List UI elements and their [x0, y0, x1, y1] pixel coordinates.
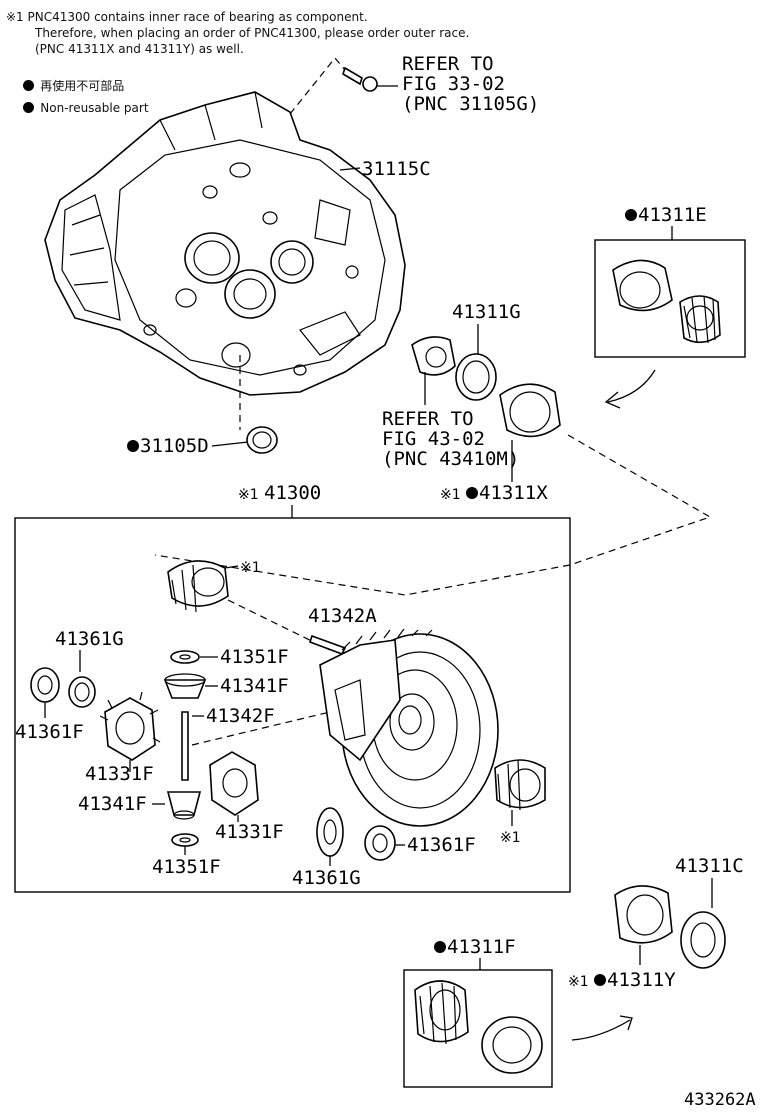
refer-mid-line2: FIG 43-02 — [382, 428, 485, 450]
label-41311x: 41311X — [479, 482, 548, 504]
differential-case-drawing — [319, 628, 499, 827]
bearing-41311e-drawing — [612, 259, 721, 344]
bearing-41311f-drawing — [414, 980, 543, 1074]
mark-ref1-41311y: ※1 — [568, 974, 589, 990]
note-line-1: ※1 PNC41300 contains inner race of beari… — [6, 10, 368, 24]
label-41311c: 41311C — [675, 855, 744, 877]
bearing-41311e-box — [594, 239, 746, 358]
legend-en: Non-reusable part — [8, 86, 149, 131]
side-gear-41331f-b-drawing — [209, 751, 259, 816]
arrow-head — [619, 1015, 633, 1031]
label-31115c: 31115C — [362, 158, 431, 180]
seal-43410m-drawing — [411, 336, 456, 376]
refer-mid-line3: (PNC 43410M) — [382, 448, 519, 470]
pin-41342a-drawing — [308, 634, 347, 656]
washer-41361g-b-drawing — [316, 807, 344, 857]
label-41361f-b: 41361F — [407, 834, 476, 856]
label-41341f-a: 41341F — [220, 675, 289, 697]
label-41361g-b: 41361G — [292, 867, 361, 889]
dash-line-outer-race — [154, 434, 712, 596]
legend-jp: 再使用不可部品 — [8, 64, 124, 109]
leader-31105d — [211, 441, 249, 447]
washer-41351f-b-drawing — [171, 833, 199, 847]
refer-mid-line1: REFER TO — [382, 408, 474, 430]
arrow-head — [604, 391, 621, 409]
washer-41361f-b-drawing — [364, 825, 396, 861]
label-41361f-a: 41361F — [15, 721, 84, 743]
non-reusable-dot-icon — [625, 209, 637, 221]
label-41351f-a: 41351F — [220, 646, 289, 668]
refer-top-line1: REFER TO — [402, 53, 494, 75]
label-41341f-b: 41341F — [78, 793, 147, 815]
label-31105d: 31105D — [140, 435, 209, 457]
shim-41311g-drawing — [455, 353, 497, 401]
mark-ref1-bearing-top: ※1 — [240, 560, 261, 576]
dash-bearing-to-case — [227, 599, 331, 651]
bearing-41311f-box — [403, 969, 553, 1088]
refer-top-line3: (PNC 31105G) — [402, 93, 539, 115]
label-41311f: 41311F — [447, 936, 516, 958]
arrow-41311f — [571, 1019, 631, 1041]
label-41351f-b: 41351F — [152, 856, 221, 878]
legend-en-text: Non-reusable part — [40, 101, 149, 115]
leader-ref1-top — [224, 565, 239, 569]
label-41331f-a: 41331F — [85, 763, 154, 785]
non-reusable-dot-icon — [434, 941, 446, 953]
washer-41361g-a-drawing — [68, 676, 96, 708]
non-reusable-dot-icon — [23, 80, 35, 91]
transaxle-case-drawing — [44, 91, 406, 396]
non-reusable-dot-icon — [127, 440, 139, 452]
differential-assembly-box — [14, 517, 571, 893]
legend-jp-text: 再使用不可部品 — [40, 79, 125, 93]
outer-race-41311y-drawing — [614, 885, 673, 944]
arrow-41311e — [607, 369, 656, 403]
note-line-2: Therefore, when placing an order of PNC4… — [35, 26, 470, 40]
side-gear-41331f-a-drawing — [99, 691, 161, 761]
label-41361g-a: 41361G — [55, 628, 124, 650]
note-line-3: (PNC 41311X and 41311Y) as well. — [35, 42, 244, 56]
pinion-41341f-a-drawing — [163, 673, 207, 699]
label-41311g: 41311G — [452, 301, 521, 323]
inner-bearing-right-drawing — [494, 759, 546, 811]
inner-bearing-drawing — [167, 560, 229, 613]
pinion-41341f-b-drawing — [166, 791, 202, 820]
label-41342f: 41342F — [206, 705, 275, 727]
mark-ref1-bearing-right: ※1 — [500, 830, 521, 846]
leader-31115c — [339, 167, 361, 171]
washer-41361f-a-drawing — [30, 667, 60, 703]
non-reusable-dot-icon — [23, 102, 35, 113]
mark-ref1-41300: ※1 — [238, 487, 259, 503]
shaft-41342f-drawing — [181, 711, 189, 781]
bolt-31105g-drawing — [342, 66, 398, 92]
mark-ref1-41311x: ※1 — [440, 487, 461, 503]
label-41331f-b: 41331F — [215, 821, 284, 843]
label-41311y: 41311Y — [607, 969, 676, 991]
non-reusable-dot-icon — [594, 974, 606, 986]
label-41300: 41300 — [264, 482, 321, 504]
non-reusable-dot-icon — [466, 487, 478, 499]
outer-race-41311x-drawing — [499, 383, 561, 438]
drawing-number: 433262A — [684, 1090, 756, 1110]
oil-seal-31105d-drawing — [246, 426, 278, 454]
label-41311e: 41311E — [638, 204, 707, 226]
leader-bolt-dash — [289, 57, 346, 115]
shim-41311c-drawing — [680, 911, 726, 969]
washer-41351f-a-drawing — [170, 650, 200, 664]
refer-top-line2: FIG 33-02 — [402, 73, 505, 95]
label-41342a: 41342A — [308, 605, 377, 627]
